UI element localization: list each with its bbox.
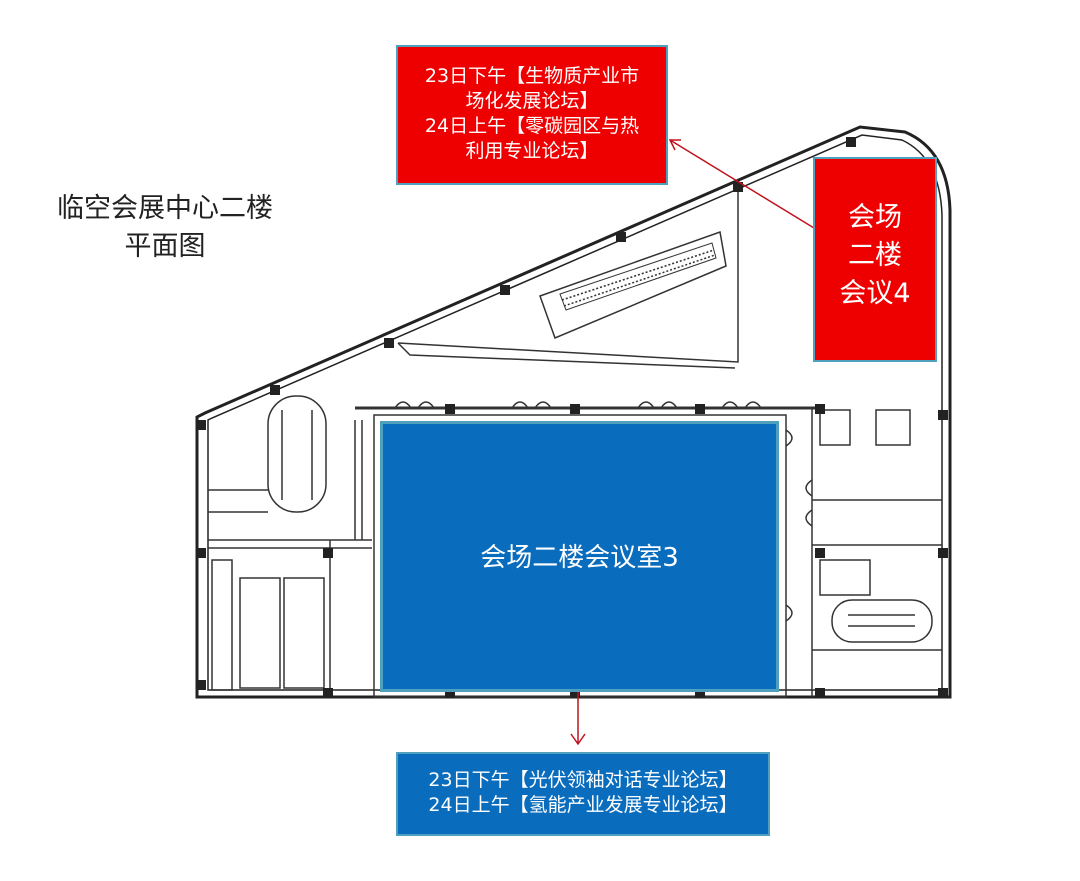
arrow-room3-head [570,733,586,746]
room4-schedule-line: 场化发展论坛】 [465,90,599,112]
arrow-room4 [669,139,815,229]
room4-schedule-callout: 23日下午【生物质产业市 场化发展论坛】 24日上午【零碳园区与热 利用专业论坛… [396,45,668,185]
room3-schedule-line: 23日下午【光伏领袖对话专业论坛】 [428,769,738,791]
plan-title: 临空会展中心二楼 平面图 [10,190,320,266]
pointer-arrows [570,139,815,746]
interior-walls [208,182,942,698]
arrow-room4-head [668,139,681,151]
meeting-room-4: 会场 二楼 会议4 [813,157,937,362]
room4-schedule-line: 利用专业论坛】 [465,140,599,162]
room4-label-line3: 会议4 [839,278,911,309]
meeting-room-3: 会场二楼会议室3 [380,421,779,692]
plan-title-line1: 临空会展中心二楼 [57,193,273,224]
room3-schedule-callout: 23日下午【光伏领袖对话专业论坛】 24日上午【氢能产业发展专业论坛】 [396,752,770,836]
room3-schedule-line: 24日上午【氢能产业发展专业论坛】 [428,794,738,816]
room4-label-line1: 会场 [848,202,902,233]
room4-schedule-line: 23日下午【生物质产业市 [424,65,640,87]
room3-label: 会场二楼会议室3 [480,543,679,573]
room4-schedule-line: 24日上午【零碳园区与热 [424,115,640,137]
room4-label-line2: 二楼 [848,240,902,271]
columns [196,137,948,698]
plan-title-line2: 平面图 [124,231,206,262]
